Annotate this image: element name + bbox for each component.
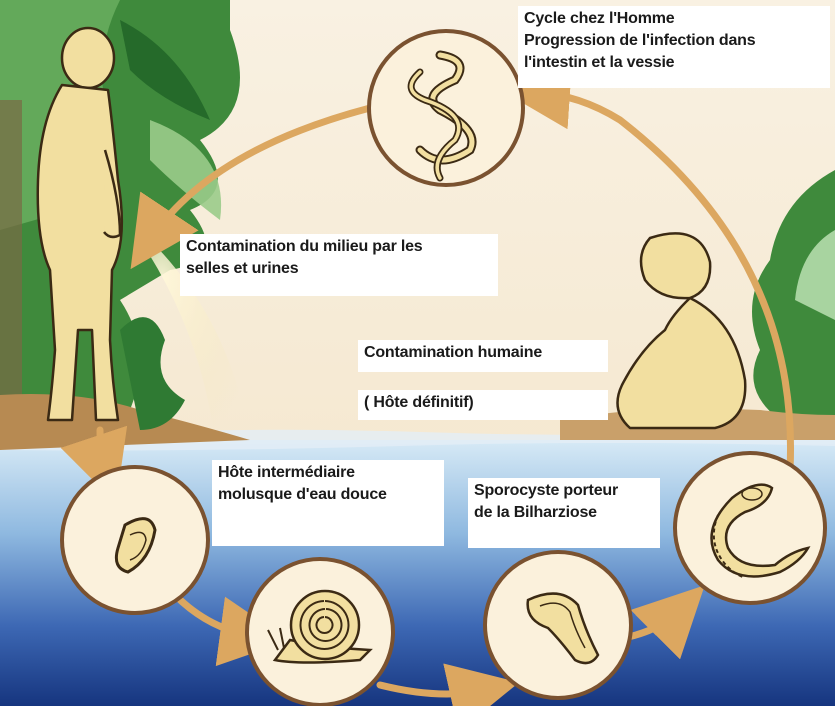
label-definitive-host: ( Hôte définitif)	[358, 390, 608, 420]
label-sporocyst: Sporocyste porteur de la Bilharziose	[468, 478, 660, 548]
circle-cercaria	[675, 453, 825, 603]
circle-snail	[247, 559, 393, 705]
label-human-cycle: Cycle chez l'Homme Progression de l'infe…	[518, 6, 830, 88]
left-tree-trunk	[0, 100, 22, 420]
circle-egg	[62, 467, 208, 613]
circle-adult-worms	[369, 31, 523, 185]
label-environment-contamination: Contamination du milieu par les selles e…	[180, 234, 498, 296]
label-human-contamination: Contamination humaine	[358, 340, 608, 372]
circle-sporocyst	[485, 552, 631, 698]
label-intermediate-host: Hôte intermédiaire molusque d'eau douce	[212, 460, 444, 546]
